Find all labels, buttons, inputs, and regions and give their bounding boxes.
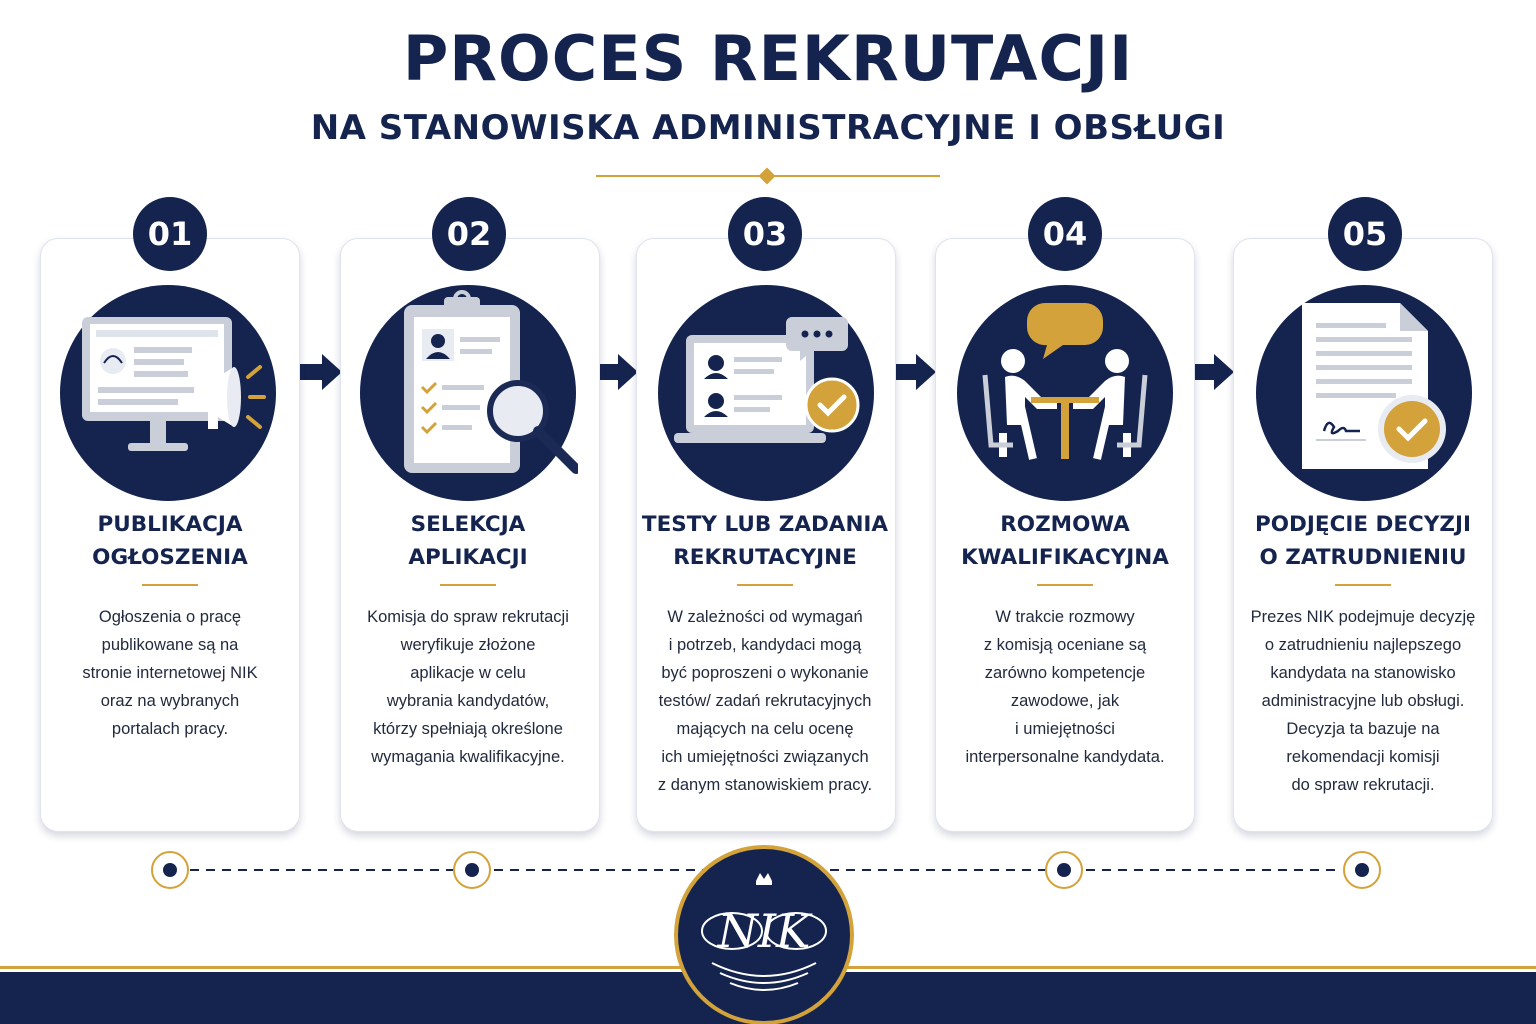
desc-line: być poproszeni o wykonanie xyxy=(661,664,869,682)
desc-line: i umiejętności xyxy=(1015,720,1115,738)
timeline-dot xyxy=(151,851,189,889)
desc-line: rekomendacji komisji xyxy=(1286,748,1440,766)
desc-line: oraz na wybranych xyxy=(100,692,240,710)
monitor-megaphone-icon xyxy=(60,285,276,501)
step-divider xyxy=(1335,584,1391,586)
desc-line: stronie internetowej NIK xyxy=(82,664,258,682)
step-number-badge: 05 xyxy=(1328,197,1402,271)
desc-line: weryfikuje złożone xyxy=(400,636,536,654)
desc-line: Komisja do spraw rekrutacji xyxy=(367,608,569,626)
desc-line: z danym stanowiskiem pracy. xyxy=(657,776,873,794)
desc-line: ich umiejętności związanych xyxy=(661,748,869,766)
step-title-line: O ZATRUDNIENIU xyxy=(1259,545,1467,570)
desc-line: do spraw rekrutacji. xyxy=(1291,776,1435,794)
desc-line: wymagania kwalifikacyjne. xyxy=(371,748,565,766)
step-title-line: PODJĘCIE DECYZJI xyxy=(1255,512,1471,537)
desc-line: W trakcie rozmowy xyxy=(995,608,1135,626)
step-number-badge: 01 xyxy=(133,197,207,271)
timeline-dot xyxy=(1343,851,1381,889)
desc-line: o zatrudnieniu najlepszego xyxy=(1264,636,1462,654)
title-divider-diamond xyxy=(758,167,776,185)
step-title-line: TESTY LUB ZADANIA xyxy=(641,512,889,537)
desc-line: administracyjne lub obsługi. xyxy=(1261,692,1465,710)
desc-line: Decyzja ta bazuje na xyxy=(1286,720,1440,738)
nik-crown-logo-icon: NIK xyxy=(674,845,854,1024)
step-title-line: OGŁOSZENIA xyxy=(92,545,248,570)
desc-line: i potrzeb, kandydaci mogą xyxy=(668,636,862,654)
desc-line: Prezes NIK podejmuje decyzję xyxy=(1250,608,1476,626)
desc-line: testów/ zadań rekrutacyjnych xyxy=(658,692,872,710)
timeline-dot xyxy=(453,851,491,889)
arrow-right-icon xyxy=(300,354,342,390)
desc-line: interpersonalne kandydata. xyxy=(965,748,1165,766)
step-number-badge: 02 xyxy=(432,197,506,271)
step-description: W trakcie rozmowy z komisją oceniane są … xyxy=(935,603,1195,771)
desc-line: W zależności od wymagań xyxy=(667,608,863,626)
step-divider xyxy=(737,584,793,586)
desc-line: kandydata na stanowisko xyxy=(1270,664,1456,682)
step-description: Ogłoszenia o pracę publikowane są na str… xyxy=(40,603,300,743)
step-description: Komisja do spraw rekrutacji weryfikuje z… xyxy=(340,603,596,771)
step-number-badge: 03 xyxy=(728,197,802,271)
step-title-line: PUBLIKACJA xyxy=(97,512,243,537)
desc-line: wybrania kandydatów, xyxy=(386,692,550,710)
step-description: Prezes NIK podejmuje decyzję o zatrudnie… xyxy=(1233,603,1493,799)
desc-line: z komisją oceniane są xyxy=(983,636,1147,654)
step-title-line: ROZMOWA xyxy=(1000,512,1130,537)
step-divider xyxy=(142,584,198,586)
interview-table-icon xyxy=(957,285,1173,501)
step-title-line: APLIKACJI xyxy=(408,545,528,570)
step-title-line: REKRUTACYJNE xyxy=(673,545,857,570)
step-title-line: SELEKCJA xyxy=(410,512,526,537)
page-title: PROCES REKRUTACJI xyxy=(402,22,1134,95)
arrow-right-icon xyxy=(894,354,936,390)
desc-line: aplikacje w celu xyxy=(410,664,526,682)
desc-line: zawodowe, jak xyxy=(1010,692,1120,710)
desc-line: zarówno kompetencje xyxy=(984,664,1146,682)
arrow-right-icon xyxy=(1192,354,1234,390)
step-description: W zależności od wymagań i potrzeb, kandy… xyxy=(636,603,894,799)
step-divider xyxy=(1037,584,1093,586)
step-title-line: KWALIFIKACYJNA xyxy=(961,545,1169,570)
timeline-dot xyxy=(1045,851,1083,889)
desc-line: portalach pracy. xyxy=(111,720,229,738)
arrow-right-icon xyxy=(596,354,638,390)
laptop-check-icon xyxy=(658,285,874,501)
step-divider xyxy=(440,584,496,586)
desc-line: Ogłoszenia o pracę xyxy=(98,608,242,626)
signed-document-check-icon xyxy=(1256,285,1472,501)
page-subtitle: NA STANOWISKA ADMINISTRACYJNE I OBSŁUGI xyxy=(310,108,1226,148)
desc-line: publikowane są na xyxy=(101,636,239,654)
desc-line: którzy spełniają określone xyxy=(373,720,563,738)
step-number-badge: 04 xyxy=(1028,197,1102,271)
logo-text: NIK xyxy=(717,904,813,958)
desc-line: mających na celu ocenę xyxy=(676,720,854,738)
clipboard-magnifier-icon xyxy=(360,285,578,501)
